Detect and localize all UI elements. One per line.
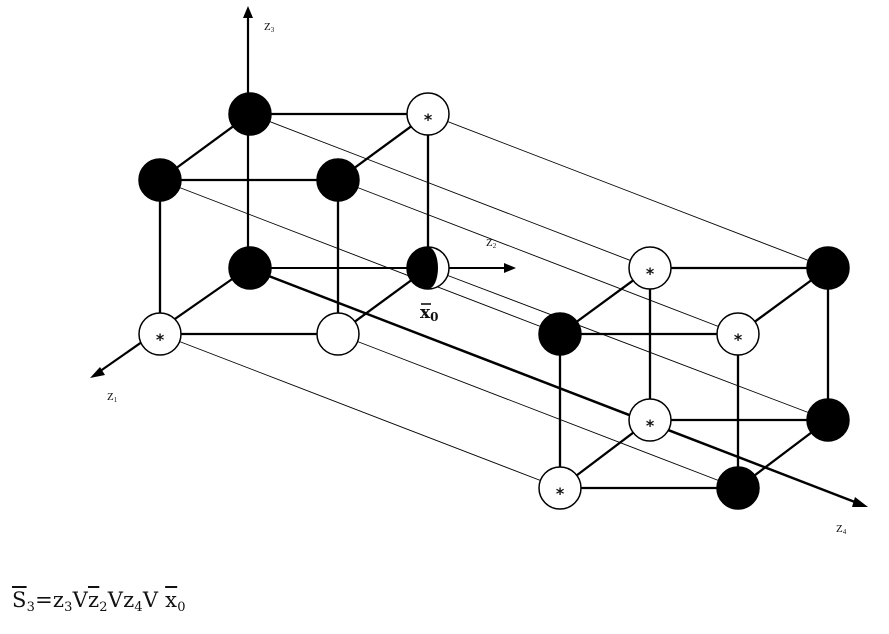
cube-connectors xyxy=(159,113,829,489)
right-cube-edges xyxy=(558,266,830,490)
node-filled xyxy=(806,246,850,290)
formula-term-1-index: 3 xyxy=(64,600,73,615)
node-filled xyxy=(806,398,850,442)
axes xyxy=(90,6,868,507)
node-filled xyxy=(538,312,582,356)
formula-term-3-index: 4 xyxy=(134,600,143,615)
node-star-mark: * xyxy=(734,330,743,349)
formula-term-4-index: 0 xyxy=(177,600,186,615)
node-filled xyxy=(316,158,360,202)
node-empty-star xyxy=(716,312,760,356)
axis-label-z3: Z3 xyxy=(264,21,275,34)
node-empty-star xyxy=(628,246,672,290)
formula-operator: V xyxy=(72,588,88,612)
formula-term-3-letter: z xyxy=(123,588,135,612)
node-empty-star xyxy=(138,312,182,356)
formula-term-2-letter: z xyxy=(88,588,100,612)
node-star-mark: * xyxy=(424,110,433,129)
axis-z2-arrowhead xyxy=(504,263,516,273)
axis-label-z2: Z2 xyxy=(486,237,497,250)
axis-z4 xyxy=(247,266,861,506)
axis-z1-arrowhead xyxy=(90,367,105,378)
formula-operator: V xyxy=(107,588,124,612)
formula-lhs-index: 3 xyxy=(26,600,36,615)
formula-term-4-letter: x xyxy=(165,588,178,612)
node-half-filled xyxy=(406,246,450,290)
formula-operator: V xyxy=(142,588,159,612)
node-star-mark: * xyxy=(646,264,655,283)
node-empty xyxy=(316,312,360,356)
left-cube-nodes: * * xyxy=(138,92,450,356)
node-filled xyxy=(228,246,272,290)
formula-equals: = xyxy=(35,588,53,612)
node-empty-star xyxy=(406,92,450,136)
node-filled xyxy=(228,92,272,136)
node-star-mark: * xyxy=(646,416,655,435)
formula-term-1-letter: z xyxy=(52,588,65,612)
node-filled xyxy=(138,158,182,202)
right-cube-nodes: * * * * xyxy=(538,246,850,510)
axis-z4-arrowhead xyxy=(852,497,868,507)
node-empty-star xyxy=(628,398,672,442)
formula: S3=z3Vz2Vz4V x0 xyxy=(12,588,186,615)
axis-label-z1: Z1 xyxy=(107,391,118,404)
node-star-mark: * xyxy=(156,330,165,349)
axis-label-z4: Z4 xyxy=(836,523,847,536)
axis-labels: Z3 Z1 Z2 Z4 xyxy=(107,21,847,536)
formula-term-2-index: 2 xyxy=(99,600,108,615)
node-empty-star xyxy=(538,466,582,510)
x0-label: x0 xyxy=(420,303,439,324)
node-star-mark: * xyxy=(556,484,565,503)
svg-text:x0: x0 xyxy=(420,303,439,324)
formula-lhs-letter: S xyxy=(12,588,27,612)
axis-z3-arrowhead xyxy=(243,6,253,18)
node-filled xyxy=(716,466,760,510)
